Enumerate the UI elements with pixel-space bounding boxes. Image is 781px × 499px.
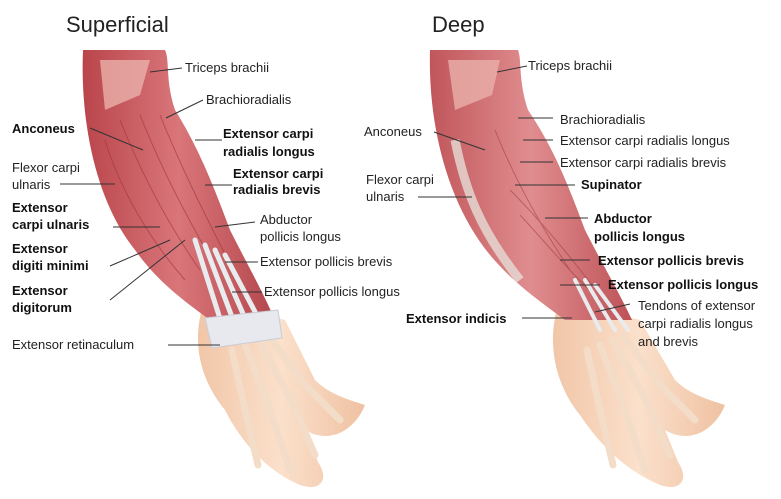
label-extensor-carpi-ulnaris-line2: carpi ulnaris — [12, 217, 89, 232]
label-deep-flexor-carpi-ulnaris-line1: Flexor carpi — [366, 172, 434, 187]
superficial-title: Superficial — [66, 12, 169, 38]
deep-title: Deep — [432, 12, 485, 38]
label-deep-tendons-line2: carpi radialis longus — [638, 316, 753, 331]
label-extensor-carpi-ulnaris-line1: Extensor — [12, 200, 68, 215]
label-deep-extensor-pollicis-longus: Extensor pollicis longus — [608, 277, 758, 292]
label-extensor-digiti-minimi-line2: digiti minimi — [12, 258, 89, 273]
label-deep-anconeus: Anconeus — [364, 124, 422, 139]
label-deep-extensor-indicis: Extensor indicis — [406, 311, 506, 326]
label-extensor-carpi-radialis-brevis-line1: Extensor carpi — [233, 166, 323, 181]
label-abductor-pollicis-longus-line2: pollicis longus — [260, 229, 341, 244]
label-deep-extensor-carpi-radialis-longus: Extensor carpi radialis longus — [560, 133, 730, 148]
label-extensor-carpi-radialis-longus-line1: Extensor carpi — [223, 126, 313, 141]
label-extensor-carpi-radialis-brevis-line2: radialis brevis — [233, 182, 320, 197]
label-extensor-carpi-radialis-longus-line2: radialis longus — [223, 144, 315, 159]
label-deep-tendons-line3: and brevis — [638, 334, 698, 349]
label-deep-triceps-brachii: Triceps brachii — [528, 58, 612, 73]
label-abductor-pollicis-longus-line1: Abductor — [260, 212, 312, 227]
label-deep-flexor-carpi-ulnaris-line2: ulnaris — [366, 189, 404, 204]
label-deep-abductor-pollicis-longus-line2: pollicis longus — [594, 229, 685, 244]
label-flexor-carpi-ulnaris-line2: ulnaris — [12, 177, 50, 192]
label-deep-abductor-pollicis-longus-line1: Abductor — [594, 211, 652, 226]
label-deep-extensor-pollicis-brevis: Extensor pollicis brevis — [598, 253, 744, 268]
label-brachioradialis: Brachioradialis — [206, 92, 291, 107]
label-deep-brachioradialis: Brachioradialis — [560, 112, 645, 127]
label-extensor-digiti-minimi-line1: Extensor — [12, 241, 68, 256]
label-triceps-brachii: Triceps brachii — [185, 60, 269, 75]
label-extensor-retinaculum: Extensor retinaculum — [12, 337, 134, 352]
label-deep-extensor-carpi-radialis-brevis: Extensor carpi radialis brevis — [560, 155, 726, 170]
label-flexor-carpi-ulnaris-line1: Flexor carpi — [12, 160, 80, 175]
label-extensor-digitorum-line1: Extensor — [12, 283, 68, 298]
label-deep-supinator: Supinator — [581, 177, 642, 192]
label-extensor-pollicis-longus: Extensor pollicis longus — [264, 284, 400, 299]
label-deep-tendons-line1: Tendons of extensor — [638, 298, 755, 313]
label-extensor-pollicis-brevis: Extensor pollicis brevis — [260, 254, 392, 269]
label-anconeus: Anconeus — [12, 121, 75, 136]
label-extensor-digitorum-line2: digitorum — [12, 300, 72, 315]
